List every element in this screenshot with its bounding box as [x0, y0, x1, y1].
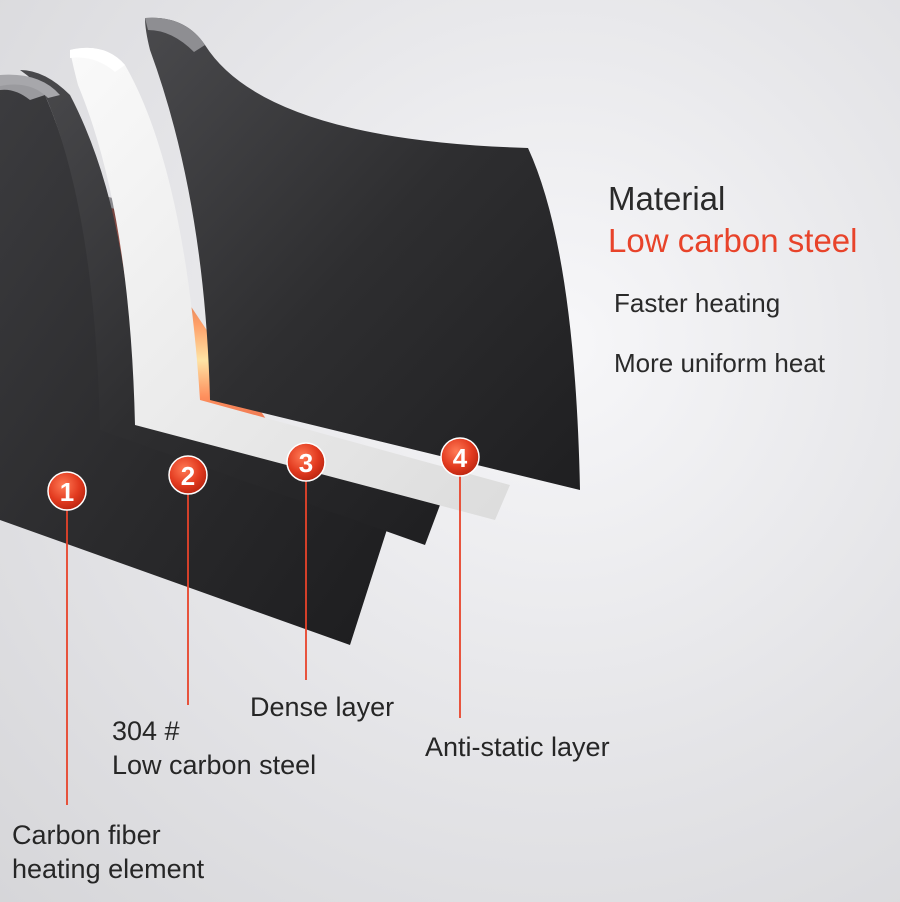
material-title: Material — [608, 180, 726, 217]
layer-1-label-line-2: heating element — [12, 854, 205, 884]
layer-4-sheet — [145, 17, 580, 491]
layer-1-label: Carbon fiber heating element — [12, 818, 204, 886]
callout-lines — [66, 472, 461, 805]
layer-3-label-line-1: Dense layer — [250, 692, 395, 722]
badge-4: 4 — [440, 437, 480, 477]
layer-2b-sheet — [0, 70, 440, 545]
layer-2-label-line-1: 304 # — [112, 716, 180, 746]
badge-2: 2 — [168, 455, 208, 495]
layer-2-label-line-2: Low carbon steel — [112, 750, 317, 780]
badge-4-number: 4 — [453, 443, 468, 473]
badge-2-number: 2 — [181, 461, 195, 491]
layer-3-sheet — [70, 47, 510, 520]
layer-3-label: Dense layer — [250, 690, 394, 724]
material-subtitle: Low carbon steel — [608, 222, 858, 259]
feature-uniform-heat: More uniform heat — [614, 348, 825, 378]
layer-4-label: Anti-static layer — [425, 730, 610, 764]
layer-1-label-line-1: Carbon fiber — [12, 820, 161, 850]
badge-3: 3 — [286, 442, 326, 482]
badge-3-number: 3 — [299, 448, 313, 478]
layer-4-label-line-1: Anti-static layer — [425, 732, 610, 762]
layer-2-label: 304 # Low carbon steel — [112, 714, 316, 782]
feature-faster-heating: Faster heating — [614, 288, 781, 318]
badge-1: 1 — [47, 471, 87, 511]
badge-1-number: 1 — [60, 477, 74, 507]
